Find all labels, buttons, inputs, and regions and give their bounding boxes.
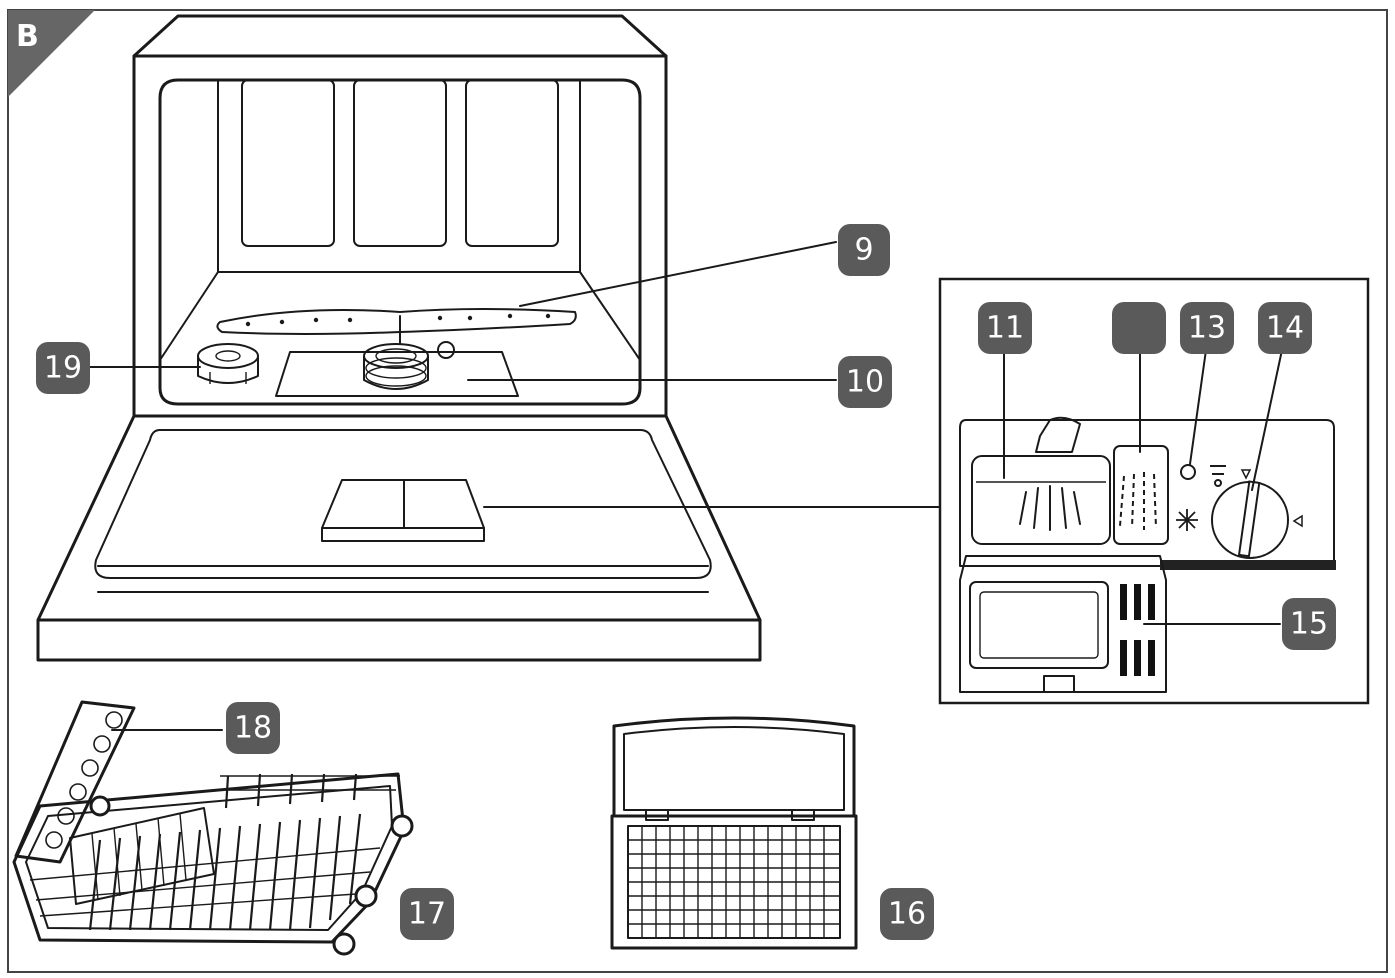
svg-text:16: 16 xyxy=(888,897,926,932)
callout-9: 9 xyxy=(838,224,890,276)
detergent-fill-marks xyxy=(1019,485,1081,531)
rack-wheels xyxy=(89,795,414,956)
lower-rack xyxy=(12,700,414,956)
rinse-aid-symbol xyxy=(1210,465,1226,487)
callout-12 xyxy=(1112,302,1166,354)
callout-17: 17 xyxy=(400,888,454,940)
leader-lines xyxy=(89,241,941,508)
svg-text:9: 9 xyxy=(854,233,873,268)
snowflake-icon xyxy=(1176,509,1198,531)
callout-16: 16 xyxy=(880,888,934,940)
rack-inner-grid xyxy=(91,813,187,901)
rack-wires xyxy=(29,775,400,917)
callout-18: 18 xyxy=(226,702,280,754)
svg-text:10: 10 xyxy=(846,365,884,400)
svg-text:13: 13 xyxy=(1188,311,1226,346)
callout-13: 13 xyxy=(1180,302,1234,354)
callout-11: 11 xyxy=(978,302,1032,354)
callout-10: 10 xyxy=(838,356,892,408)
corner-label-text: B xyxy=(16,19,39,54)
svg-text:17: 17 xyxy=(408,897,446,932)
figure-frame xyxy=(7,9,1388,973)
svg-text:11: 11 xyxy=(986,311,1024,346)
spray-arm-holes xyxy=(245,313,551,327)
svg-text:15: 15 xyxy=(1290,607,1328,642)
callout-15: 15 xyxy=(1282,598,1336,650)
dishwasher-body xyxy=(36,14,762,662)
rack-flap-tines xyxy=(45,711,123,849)
vent-slots xyxy=(1120,584,1155,676)
svg-text:18: 18 xyxy=(234,711,272,746)
callout-14: 14 xyxy=(1258,302,1312,354)
basket-grid xyxy=(628,826,840,938)
cutlery-basket xyxy=(610,716,858,950)
corner-label: B xyxy=(8,10,95,97)
svg-text:19: 19 xyxy=(44,351,82,386)
callout-19: 19 xyxy=(36,342,90,394)
rack-tines xyxy=(88,773,362,931)
rinse-aid-level-marks xyxy=(1119,472,1157,530)
svg-text:14: 14 xyxy=(1266,311,1304,346)
